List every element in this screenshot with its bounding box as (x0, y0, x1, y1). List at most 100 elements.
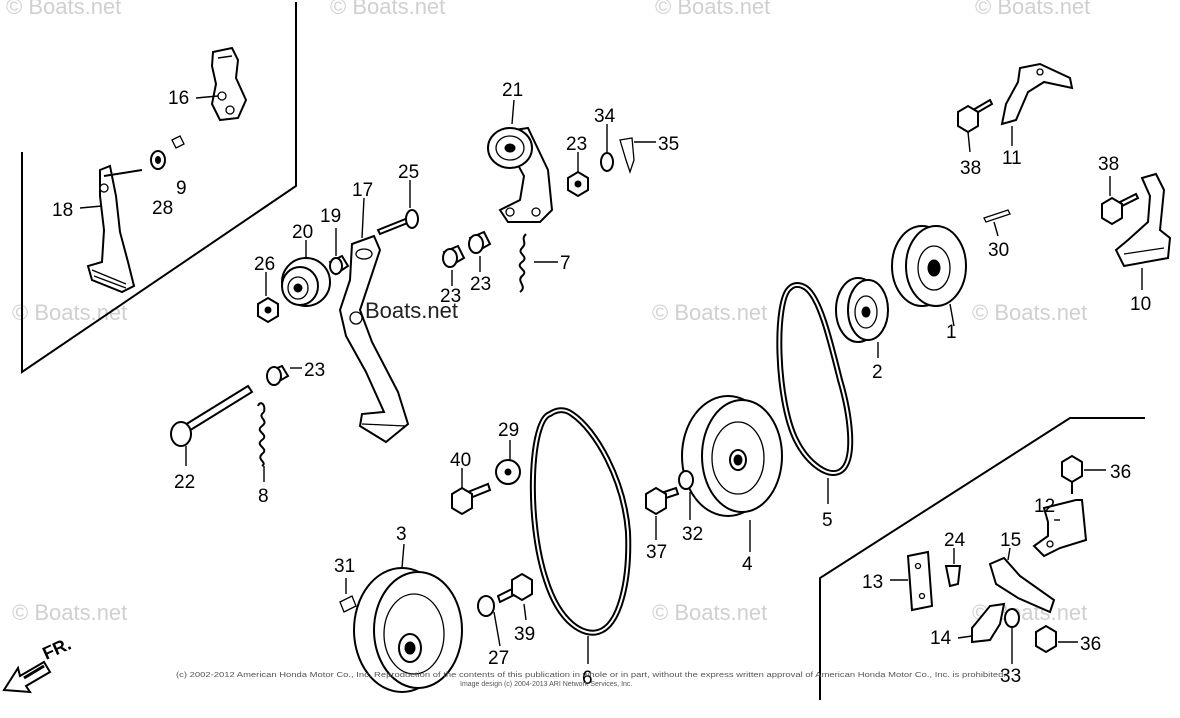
callout-29: 29 (498, 420, 519, 441)
part-21-tension-arm (487, 99, 554, 223)
callout-38: 38 (960, 158, 981, 179)
part-30-key (983, 209, 1011, 237)
part-10-bracket (1114, 172, 1172, 290)
callout-26: 26 (254, 254, 275, 275)
part-13-plate (890, 550, 934, 612)
callout-37: 37 (646, 542, 667, 563)
part-32-washer (678, 470, 694, 520)
callout-13: 13 (862, 572, 883, 593)
callout-32: 32 (682, 524, 703, 545)
part-26-nut (257, 272, 279, 324)
part-38-bolt (1101, 176, 1140, 226)
callout-36: 36 (1110, 462, 1131, 483)
part-36-bolt (1035, 624, 1078, 654)
part-3-pulley (353, 543, 463, 693)
watermark: © Boats.net (12, 600, 127, 625)
callout-35: 35 (658, 134, 679, 155)
callout-8: 8 (258, 486, 269, 507)
watermark: © Boats.net (6, 0, 121, 19)
part-39-bolt (496, 572, 533, 621)
front-label: FR. (39, 634, 74, 664)
part-9-bolt (171, 135, 185, 149)
part-34-washer (600, 124, 614, 172)
part-23-collar (442, 244, 481, 286)
part-2-pulley (835, 277, 889, 358)
callout-7: 7 (560, 253, 571, 274)
copyright-line-2: Image design (c) 2004-2013 ARI Network S… (460, 681, 632, 688)
part-1-pulley (891, 225, 967, 327)
part-33-washer (1004, 608, 1020, 664)
part-38-bolt (957, 98, 994, 153)
callout-19: 19 (320, 206, 341, 227)
callout-40: 40 (450, 450, 471, 471)
callout-11: 11 (1002, 148, 1022, 169)
callout-10: 10 (1130, 294, 1151, 315)
callout-3: 3 (396, 524, 407, 545)
part-31-key (339, 578, 357, 613)
callout-4: 4 (742, 554, 753, 575)
callout-23: 23 (566, 134, 587, 155)
part-28-washer (150, 150, 166, 170)
part-23-nut (567, 152, 589, 198)
callout-5: 5 (822, 510, 833, 531)
part-35-cotter-pin (619, 137, 656, 175)
part-17-lever-arm (338, 197, 410, 444)
callout-12: 12 (1034, 496, 1055, 517)
part-25-bolt (376, 180, 419, 236)
callout-34: 34 (594, 106, 616, 127)
callout-16: 16 (168, 88, 189, 109)
callout-30: 30 (988, 240, 1009, 261)
copyright: (c) 2002-2012 American Honda Motor Co., … (176, 672, 1006, 688)
part-15-clip (988, 547, 1056, 614)
callout-31: 31 (334, 556, 355, 577)
callout-25: 25 (398, 162, 419, 183)
part-24-pin (944, 548, 962, 588)
part-22-pin-shaft (170, 384, 254, 466)
watermark: © Boats.net (972, 300, 1087, 325)
callout-15: 15 (1000, 530, 1021, 551)
part-11-bracket (1000, 62, 1074, 146)
part-20-pulley (281, 240, 331, 307)
part-29-washer (495, 440, 521, 485)
inline-watermark: Boats.net (365, 298, 458, 323)
part-36-bolt (1061, 454, 1106, 494)
callout-20: 20 (292, 222, 313, 243)
part-14-clip (957, 602, 1006, 644)
callout-36: 36 (1080, 634, 1101, 655)
part-12-bracket (1032, 499, 1088, 558)
callout-21: 21 (502, 80, 523, 101)
callout-39: 39 (514, 624, 535, 645)
part-8-spring (257, 402, 266, 482)
callout-23: 23 (470, 274, 491, 295)
callout-33: 33 (1000, 666, 1021, 687)
callout-27: 27 (488, 648, 509, 669)
callout-24: 24 (944, 530, 966, 551)
part-27-washer (477, 595, 501, 647)
callout-1: 1 (946, 322, 957, 343)
part-4-pulley (681, 395, 783, 552)
part-23-collar (266, 364, 302, 386)
watermark: © Boats.net (975, 0, 1090, 19)
part-23-collar (468, 230, 492, 254)
callout-22: 22 (174, 472, 195, 493)
callout-14: 14 (930, 628, 952, 649)
watermark: © Boats.net (652, 600, 767, 625)
front-direction-indicator: FR. (2, 634, 74, 694)
part-16-clip (195, 46, 248, 122)
part-37-bolt (645, 486, 680, 540)
copyright-line-1: (c) 2002-2012 American Honda Motor Co., … (176, 672, 1006, 679)
callout-17: 17 (352, 180, 373, 201)
callout-23: 23 (304, 360, 325, 381)
watermark: © Boats.net (652, 300, 767, 325)
callout-28: 28 (152, 198, 173, 219)
callout-9: 9 (176, 178, 187, 199)
part-6-v-belt (529, 407, 632, 664)
callout-18: 18 (52, 200, 73, 221)
part-5-v-belt (776, 282, 854, 504)
callout-23: 23 (440, 286, 461, 307)
part-18-pedal-lever (79, 164, 143, 294)
group-boundaries (21, 2, 1145, 700)
callout-6: 6 (582, 668, 593, 689)
watermark: © Boats.net (655, 0, 770, 19)
